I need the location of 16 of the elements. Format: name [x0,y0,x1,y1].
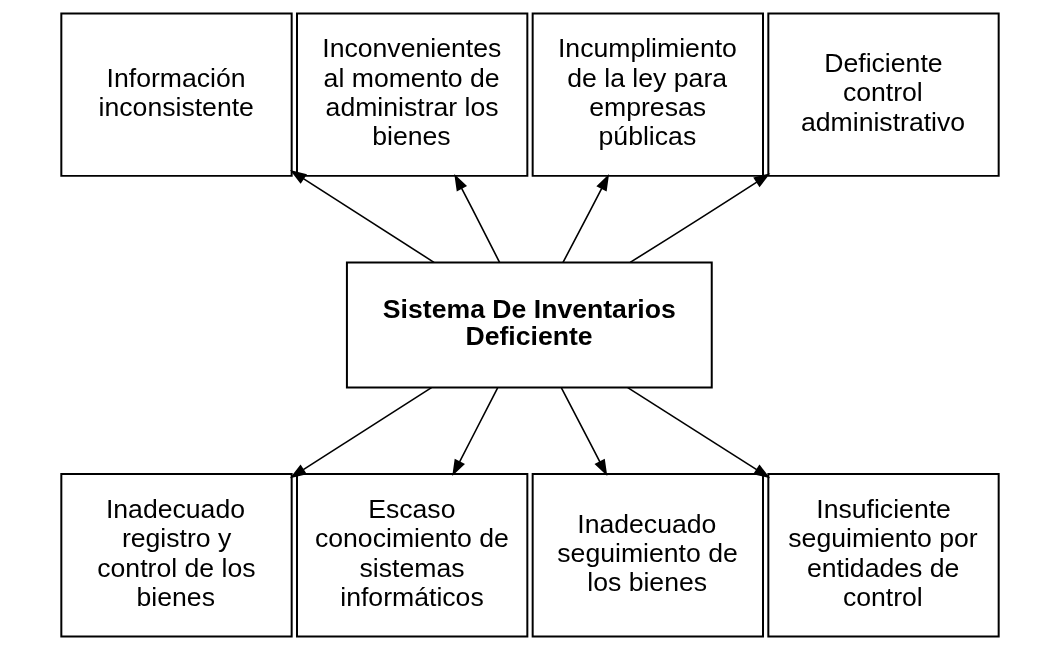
arrow [626,386,770,479]
arrow [289,170,435,264]
node-box: Insuficiente seguimiento por entidades de control [766,473,1000,638]
arrow [560,387,607,477]
arrow [451,387,498,477]
arrow [453,174,500,264]
node-box: Inconvenientes al momento de administrar los bienes [295,12,528,177]
node-box: Deficiente control administrativo [766,12,1000,177]
node-box: Escaso conocimiento de sistemas informáticos [295,473,528,638]
arrow [561,174,609,264]
arrow [628,173,770,264]
node-box: Inadecuado seguimiento de los bienes [531,473,764,638]
node-box: Sistema De Inventarios Deficiente [345,261,713,389]
node-box: Inadecuado registro y control de los bienes [59,473,293,638]
node-box: Incumplimiento de la ley para empresas públicas [531,12,764,177]
node-box: Información inconsistente [59,12,293,177]
